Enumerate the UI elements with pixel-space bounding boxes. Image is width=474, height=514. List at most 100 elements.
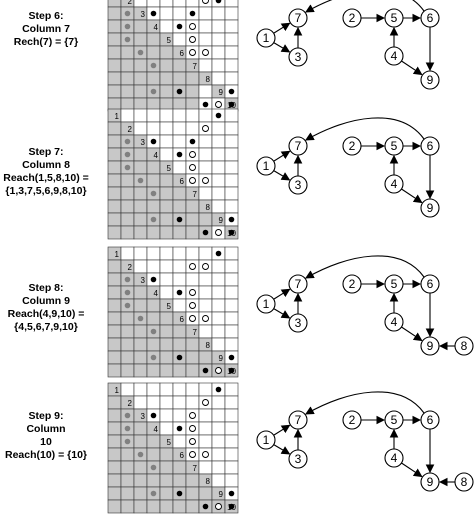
node-circle — [384, 312, 404, 332]
matrix-cell — [159, 350, 174, 365]
matrix-cell — [198, 324, 213, 339]
matrix-cell — [107, 84, 122, 99]
matrix-cell — [133, 350, 148, 365]
black-dot — [215, 250, 222, 257]
matrix-cell — [146, 121, 161, 136]
matrix-svg: 12345678910 — [107, 0, 239, 112]
matrix-cell — [133, 324, 148, 339]
matrix-cell — [107, 6, 122, 21]
matrix-cell — [224, 246, 239, 261]
matrix-cell — [159, 58, 174, 73]
matrix-cell — [107, 298, 122, 313]
diagonal-label: 7 — [193, 190, 198, 199]
matrix-cell — [146, 298, 161, 313]
graph-edge — [273, 444, 291, 455]
graph-node: 5 — [384, 274, 404, 294]
matrix-cell — [185, 499, 200, 514]
matrix-cell — [224, 298, 239, 313]
matrix-cell — [198, 147, 213, 162]
black-dot — [228, 88, 235, 95]
graph-edge — [273, 308, 291, 319]
graph-node: 9 — [420, 198, 440, 218]
matrix-cell — [107, 311, 122, 326]
matrix-cell — [224, 382, 239, 397]
graph-edge — [305, 391, 425, 415]
matrix-cell — [133, 473, 148, 488]
matrix-cell — [159, 84, 174, 99]
matrix-cell — [172, 108, 187, 123]
matrix-cell — [107, 173, 122, 188]
graph-node: 5 — [384, 136, 404, 156]
matrix-cell — [198, 32, 213, 47]
matrix-cell — [172, 199, 187, 214]
matrix-cell — [198, 460, 213, 475]
matrix-cell — [172, 134, 187, 149]
black-dot — [150, 276, 157, 283]
matrix-cell — [172, 58, 187, 73]
diagonal-label: 6 — [180, 451, 185, 460]
node-label: 3 — [295, 50, 302, 64]
matrix-cell — [211, 58, 226, 73]
graph-edge — [305, 255, 425, 279]
graph-node: 7 — [288, 8, 308, 28]
open-dot — [202, 0, 209, 4]
diagonal-label: 3 — [141, 276, 146, 285]
matrix-cell — [120, 311, 135, 326]
step-label-line: Rech(7) = {7} — [13, 36, 79, 48]
graph-node: 3 — [288, 449, 308, 469]
matrix-cell — [120, 363, 135, 378]
graph-node: 7 — [288, 410, 308, 430]
black-dot — [176, 88, 183, 95]
matrix-cell — [107, 45, 122, 60]
graph-edge — [273, 288, 291, 300]
node-label: 7 — [295, 139, 302, 153]
matrix-cell — [224, 421, 239, 436]
node-label: 4 — [391, 49, 398, 63]
matrix-cell — [198, 486, 213, 501]
open-dot — [202, 263, 209, 270]
matrix-cell — [172, 160, 187, 175]
matrix-cell — [224, 434, 239, 449]
graph-edge — [273, 170, 291, 181]
matrix-cell — [107, 486, 122, 501]
grey-dot — [124, 412, 131, 419]
matrix-cell — [120, 460, 135, 475]
graph-node: 6 — [420, 136, 440, 156]
matrix-cell — [172, 0, 187, 8]
matrix-cell — [224, 395, 239, 410]
grey-dot — [137, 177, 144, 184]
matrix-cell — [146, 337, 161, 352]
matrix-cell — [224, 447, 239, 462]
node-label: 5 — [391, 11, 398, 25]
node-circle — [420, 336, 440, 356]
matrix-cell — [185, 212, 200, 227]
node-label: 1 — [263, 297, 270, 311]
matrix-cell — [159, 473, 174, 488]
graph-node: 6 — [420, 410, 440, 430]
matrix-cell — [159, 408, 174, 423]
matrix-cell — [146, 160, 161, 175]
diagonal-label: 8 — [206, 203, 211, 212]
diagonal-label: 2 — [128, 263, 133, 272]
black-dot — [228, 354, 235, 361]
matrix-cell — [224, 134, 239, 149]
matrix-cell — [224, 160, 239, 175]
matrix-cell — [146, 434, 161, 449]
black-dot — [228, 101, 235, 108]
matrix-cell — [211, 447, 226, 462]
matrix-cell — [185, 108, 200, 123]
node-label: 2 — [349, 277, 356, 291]
matrix-cell — [211, 186, 226, 201]
matrix-cell — [133, 121, 148, 136]
graph-node: 7 — [288, 274, 308, 294]
diagonal-label: 9 — [219, 354, 224, 363]
matrix-cell — [133, 108, 148, 123]
matrix-cell — [211, 434, 226, 449]
node-circle — [288, 410, 308, 430]
graph-edge — [273, 150, 291, 162]
diagonal-label: 1 — [115, 250, 120, 259]
